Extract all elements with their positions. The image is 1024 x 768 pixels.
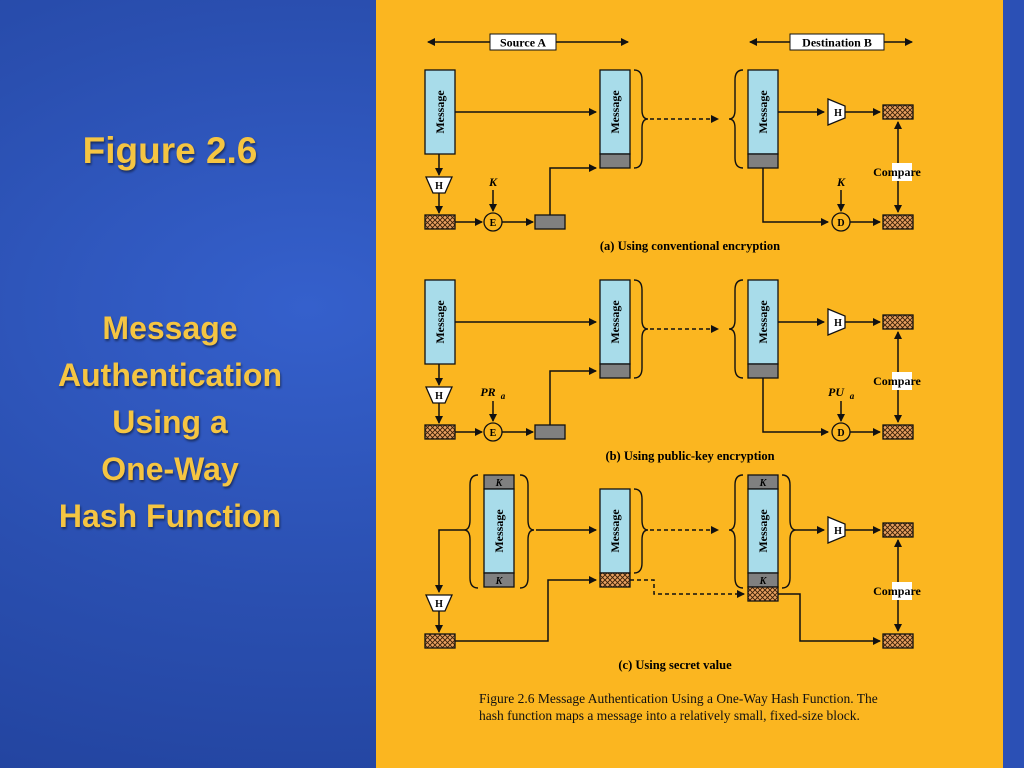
message-label: Message [756, 509, 770, 553]
decrypt-label: D [837, 428, 844, 439]
hash-code-block [747, 586, 779, 602]
encrypted-hash-block [534, 214, 566, 230]
hash-function-icon [827, 98, 846, 126]
hash-label: H [435, 181, 443, 192]
compare-label: Compare [873, 584, 921, 598]
hash-code-block [882, 424, 914, 440]
message-label: Message [492, 509, 506, 553]
message-label: Message [433, 300, 447, 344]
message-label: Message [756, 300, 770, 344]
subtitle-line: One-Way [101, 451, 239, 487]
brace-right [633, 279, 649, 379]
hash-code-block [599, 572, 631, 588]
figure-caption: Figure 2.6 Message Authentication Using … [479, 690, 929, 724]
brace-left [728, 279, 744, 379]
hash-code-block [424, 633, 456, 649]
key-label: K [836, 175, 846, 189]
appended-tag-block [747, 363, 779, 379]
appended-tag-block [599, 153, 631, 169]
hash-code-block [424, 214, 456, 230]
secret-label: K [759, 478, 768, 489]
message-block [747, 69, 779, 155]
slide-subtitle: Message Authentication Using a One-Way H… [20, 305, 320, 540]
panel-b-public-key-encryption: Message H E PR a Message Message H PU a [424, 279, 922, 463]
message-block [599, 279, 631, 365]
encrypted-hash-block [534, 424, 566, 440]
public-key-label: PU [828, 385, 845, 399]
hash-label: H [834, 108, 842, 119]
decrypt-label: D [837, 218, 844, 229]
message-label: Message [433, 90, 447, 134]
key-label: K [488, 175, 498, 189]
hash-code-block [882, 314, 914, 330]
message-block [424, 69, 456, 155]
destination-b-label: Destination B [802, 36, 872, 50]
slide-edge-strip [1003, 0, 1024, 768]
appended-tag-block [747, 153, 779, 169]
hash-code-block [882, 214, 914, 230]
subtitle-line: Authentication [58, 357, 282, 393]
key-subscript: a [501, 391, 506, 401]
hash-function-icon [827, 516, 846, 544]
hash-code-block [882, 633, 914, 649]
caption-line: hash function maps a message into a rela… [479, 708, 860, 723]
brace-left [728, 69, 744, 169]
hash-function-icon [425, 386, 453, 404]
brace-right [519, 474, 535, 589]
message-block [599, 69, 631, 155]
secret-label: K [495, 478, 504, 489]
message-label: Message [756, 90, 770, 134]
compare-label: Compare [873, 374, 921, 388]
brace-right [781, 474, 797, 589]
source-a-header: Source A [427, 33, 629, 51]
hash-label: H [834, 318, 842, 329]
brace-left [728, 474, 744, 589]
hash-function-icon [827, 308, 846, 336]
brace-left [463, 474, 479, 589]
destination-b-header: Destination B [749, 33, 913, 51]
caption-line: Figure 2.6 Message Authentication Using … [479, 691, 878, 706]
hash-code-block [882, 522, 914, 538]
secret-label: K [759, 576, 768, 587]
slide-title: Figure 2.6 [82, 130, 258, 171]
hash-label: H [435, 391, 443, 402]
panel-c-caption: (c) Using secret value [618, 658, 732, 672]
message-label: Message [608, 300, 622, 344]
key-subscript: a [850, 391, 855, 401]
message-label: Message [608, 509, 622, 553]
hash-function-icon [425, 594, 453, 612]
message-block [424, 279, 456, 365]
panel-b-caption: (b) Using public-key encryption [605, 449, 774, 463]
subtitle-line: Message [102, 310, 238, 346]
brace-right [633, 69, 649, 169]
encrypt-label: E [490, 218, 497, 229]
appended-tag-block [599, 363, 631, 379]
encrypt-label: E [490, 428, 497, 439]
hash-label: H [435, 599, 443, 610]
hash-code-block [882, 104, 914, 120]
message-block [747, 488, 779, 574]
panel-a-conventional-encryption: Message H E K Message Message H [424, 69, 922, 253]
panel-a-caption: (a) Using conventional encryption [600, 239, 780, 253]
secret-value-block [483, 572, 515, 588]
brace-right [633, 488, 649, 574]
source-a-label: Source A [500, 36, 546, 50]
hash-label: H [834, 526, 842, 537]
subtitle-line: Using a [112, 404, 228, 440]
private-key-label: PR [480, 385, 495, 399]
hash-code-block [424, 424, 456, 440]
secret-label: K [495, 576, 504, 587]
hash-function-icon [425, 176, 453, 194]
compare-label: Compare [873, 165, 921, 179]
panel-c-secret-value: K Message K H Message K Message K H [424, 474, 922, 672]
subtitle-line: Hash Function [58, 498, 282, 534]
message-label: Message [608, 90, 622, 134]
